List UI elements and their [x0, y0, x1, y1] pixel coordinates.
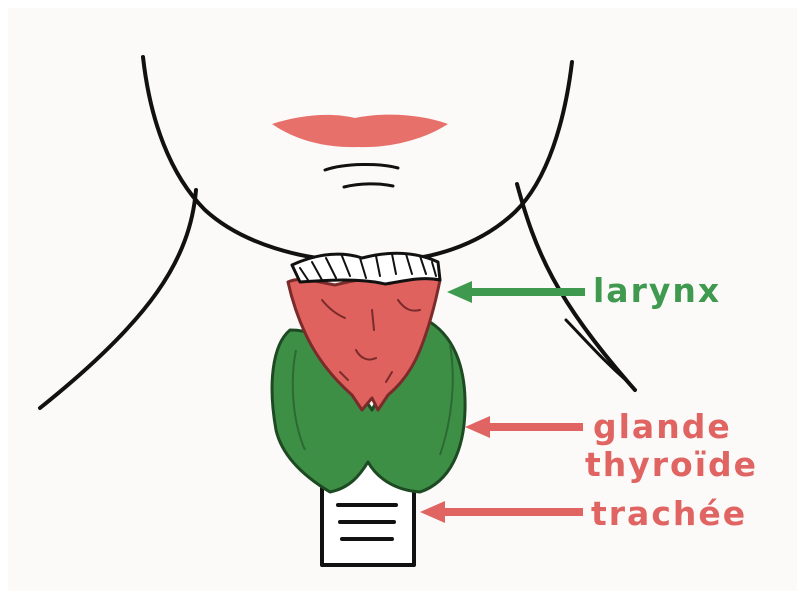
neck-left-line — [40, 190, 196, 408]
trachea-label: trachée — [591, 497, 747, 530]
thyroid-label-line2: thyroïde — [585, 448, 758, 481]
hyoid-area — [292, 253, 440, 284]
neck-right-inner-line — [566, 320, 628, 382]
trachea-arrow — [420, 501, 583, 523]
jaw-outline — [143, 57, 572, 262]
thyroid-arrow — [465, 416, 583, 438]
larynx-label: larynx — [593, 274, 721, 307]
thyroid-label-line1: glande — [593, 410, 732, 443]
chin-line-1 — [325, 164, 398, 170]
lips — [272, 115, 448, 147]
chin-line-2 — [344, 184, 393, 187]
